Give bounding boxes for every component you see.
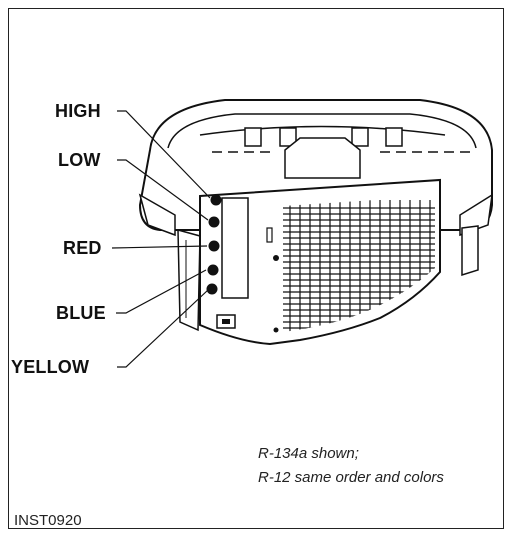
- label-high: HIGH: [55, 101, 101, 121]
- leader-high: [117, 110, 211, 199]
- switch-slot: [266, 227, 273, 243]
- left-wing: [138, 193, 176, 237]
- latch-3: [351, 127, 369, 147]
- latch-1: [244, 127, 262, 147]
- handle-arch: [199, 125, 446, 136]
- screw: [273, 255, 279, 261]
- top-shell-inner: [167, 113, 477, 149]
- note-line-2: R-12 same order and colors: [258, 469, 444, 486]
- leader-low: [117, 159, 209, 221]
- leader-red: [111, 245, 208, 249]
- figure-code: INST0920: [14, 512, 82, 529]
- figure-frame: [8, 8, 504, 529]
- left-leg: [177, 229, 201, 332]
- label-blue: BLUE: [56, 303, 106, 323]
- leader-blue: [116, 269, 207, 314]
- latch-2: [279, 127, 297, 147]
- port-bracket: [221, 197, 249, 299]
- port-fittings: [206, 194, 222, 295]
- note-line-1: R-134a shown;: [258, 445, 359, 462]
- label-red: RED: [63, 238, 102, 258]
- latch-4: [385, 127, 403, 147]
- center-handle: [284, 137, 361, 179]
- leader-yellow: [117, 289, 209, 368]
- right-leg: [461, 225, 479, 277]
- label-low: LOW: [58, 150, 101, 170]
- right-wing: [459, 193, 493, 237]
- leader-lines: [111, 110, 211, 368]
- label-yellow: YELLOW: [11, 357, 90, 377]
- screw-2: [273, 327, 279, 333]
